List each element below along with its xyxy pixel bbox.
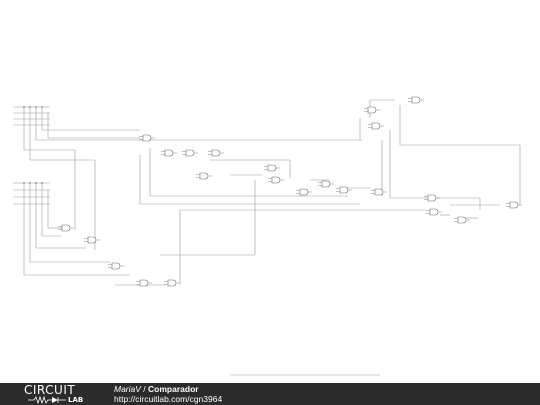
and-gate[interactable] — [58, 224, 74, 232]
and-gate[interactable] — [84, 236, 100, 244]
logo-text-bottom: LAB — [68, 396, 84, 404]
interconnect-wires — [139, 99, 521, 376]
and-gate[interactable] — [371, 188, 387, 196]
and-gate[interactable] — [426, 208, 442, 216]
and-gate[interactable] — [136, 279, 152, 287]
and-gate[interactable] — [408, 96, 424, 104]
and-gate[interactable] — [268, 176, 284, 184]
and-gate[interactable] — [454, 216, 470, 224]
resistor-diode-icon — [28, 396, 66, 404]
schematic-canvas[interactable] — [0, 0, 540, 383]
and-gate[interactable] — [161, 149, 177, 157]
and-gate[interactable] — [364, 106, 380, 114]
and-gate[interactable] — [208, 149, 224, 157]
circuit-schematic — [13, 96, 522, 376]
and-gate[interactable] — [182, 149, 198, 157]
and-gate[interactable] — [139, 134, 155, 142]
circuitlab-logo[interactable]: CIRCUIT LAB — [24, 384, 94, 404]
and-gate[interactable] — [336, 186, 352, 194]
title-line: MariaV / Comparador — [114, 385, 199, 394]
project-title[interactable]: Comparador — [148, 384, 199, 394]
footer-bar: CIRCUIT LAB MariaV / Comparador http://c… — [0, 383, 540, 405]
and-gate[interactable] — [296, 188, 312, 196]
title-separator: / — [140, 384, 149, 394]
and-gate[interactable] — [506, 201, 522, 209]
project-url[interactable]: http://circuitlab.com/cgn3964 — [114, 394, 223, 404]
logic-gates — [58, 96, 522, 287]
logo-text-top: CIRCUIT — [24, 383, 76, 397]
and-gate[interactable] — [368, 122, 384, 130]
input-group-a — [13, 106, 160, 250]
and-gate[interactable] — [164, 279, 180, 287]
and-gate[interactable] — [108, 262, 124, 270]
and-gate[interactable] — [424, 194, 440, 202]
and-gate[interactable] — [264, 164, 280, 172]
input-group-b — [13, 182, 165, 286]
author-link[interactable]: MariaV — [114, 384, 141, 394]
and-gate[interactable] — [318, 180, 334, 188]
and-gate[interactable] — [196, 172, 212, 180]
